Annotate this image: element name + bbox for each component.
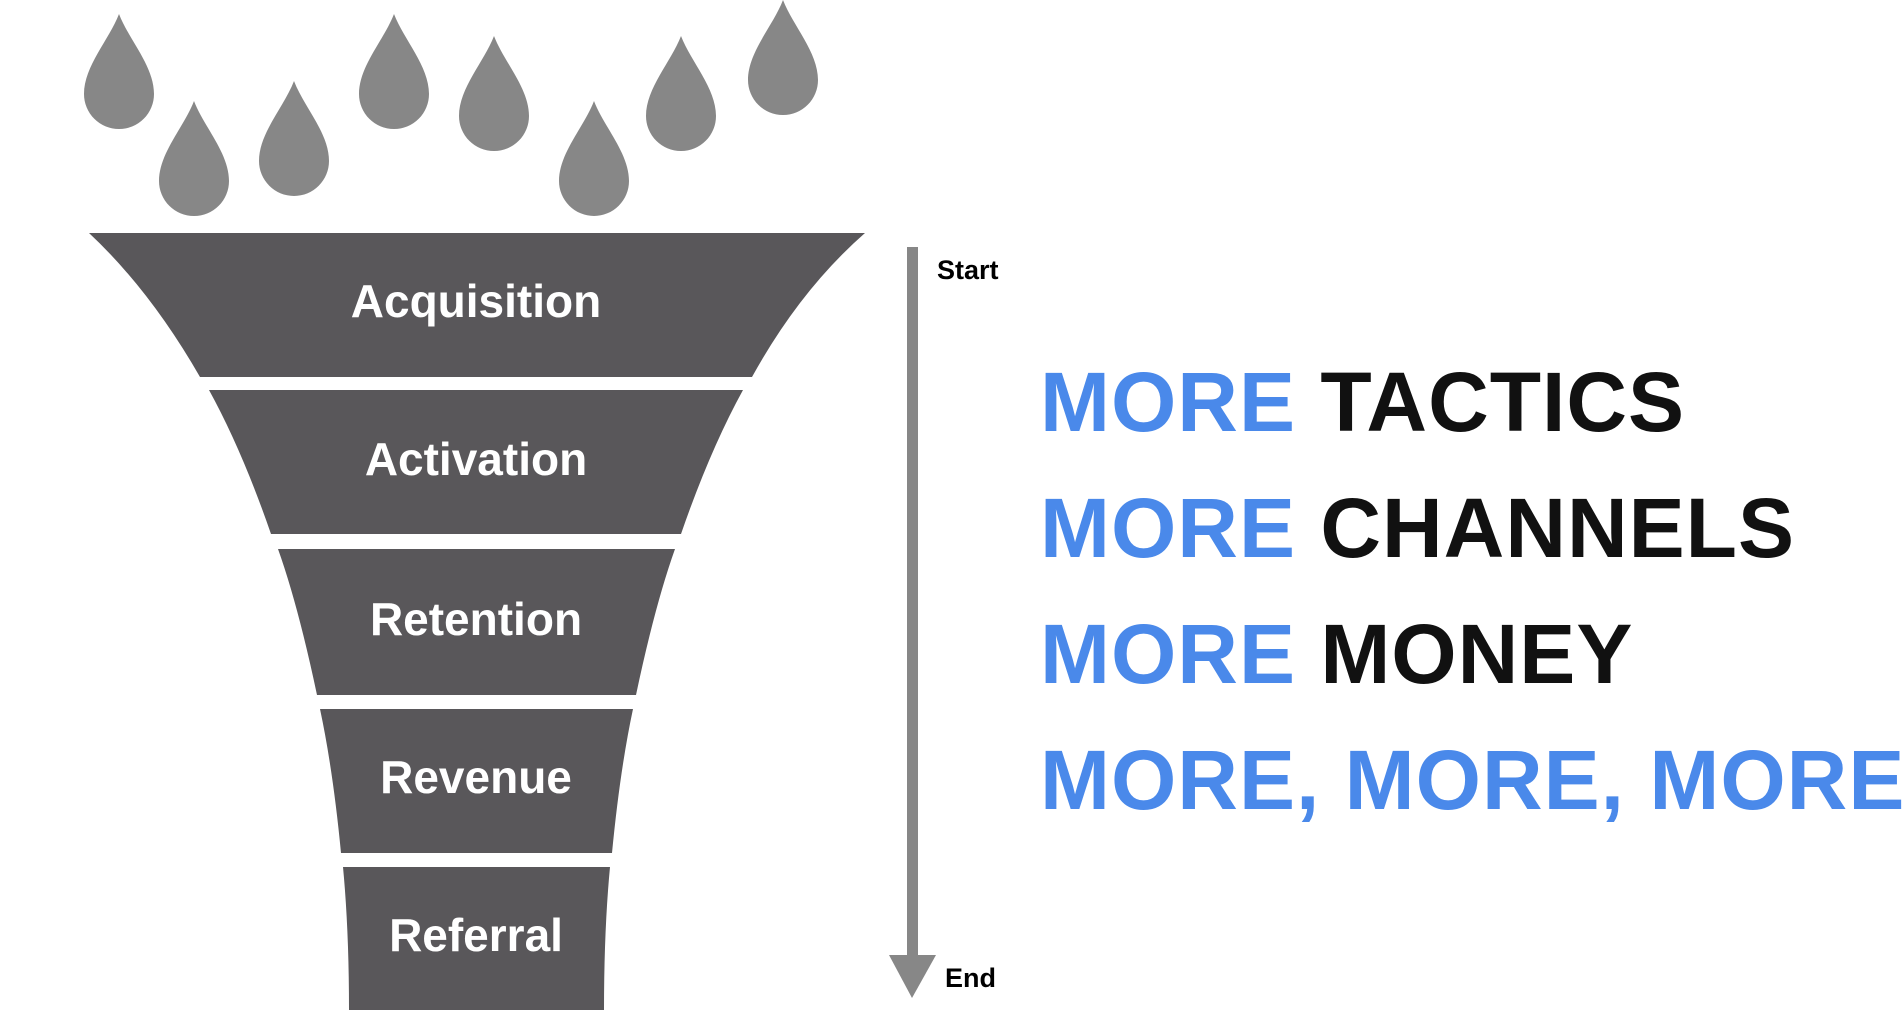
slogan-rest: CHANNELS — [1296, 481, 1796, 575]
funnel-stage-retention — [278, 549, 675, 695]
slogan-accent: MORE — [1040, 355, 1296, 449]
slogan-list: MORE TACTICS MORE CHANNELS MORE MONEY MO… — [1040, 360, 1902, 864]
start-label: Start — [937, 255, 999, 285]
slogan-accent: MORE, MORE, MORE — [1040, 733, 1902, 827]
water-drop-icon — [646, 36, 716, 151]
water-drop-icon — [159, 101, 229, 216]
funnel: Acquisition Activation Retention Revenue… — [89, 233, 865, 1010]
slogan-line: MORE MONEY — [1040, 612, 1902, 696]
slogan-accent: MORE — [1040, 607, 1296, 701]
arrow-shaft — [907, 247, 918, 957]
slogan-line: MORE TACTICS — [1040, 360, 1902, 444]
end-label: End — [945, 963, 996, 993]
stage-label: Activation — [365, 433, 587, 485]
arrow-head-icon — [889, 955, 936, 998]
water-drop-icon — [559, 101, 629, 216]
stage-label: Acquisition — [351, 275, 601, 327]
water-drop-icon — [259, 81, 329, 196]
slogan-accent: MORE — [1040, 481, 1296, 575]
slogan-rest: TACTICS — [1296, 355, 1686, 449]
stage-label: Revenue — [380, 751, 572, 803]
funnel-stage-activation — [209, 390, 743, 534]
water-drop-icon — [459, 36, 529, 151]
funnel-stage-referral — [343, 867, 610, 1010]
stage-label: Retention — [370, 593, 582, 645]
water-drop-icon — [359, 14, 429, 129]
water-drop-icon — [748, 0, 818, 115]
funnel-stage-acquisition — [89, 233, 865, 377]
timeline-arrow: Start End — [889, 247, 999, 998]
funnel-stage-revenue — [320, 709, 633, 853]
water-drop-icon — [84, 14, 154, 129]
stage-label: Referral — [389, 909, 563, 961]
slogan-line: MORE, MORE, MORE — [1040, 738, 1902, 822]
slogan-line: MORE CHANNELS — [1040, 486, 1902, 570]
slogan-rest: MONEY — [1296, 607, 1634, 701]
water-drops — [84, 0, 818, 216]
